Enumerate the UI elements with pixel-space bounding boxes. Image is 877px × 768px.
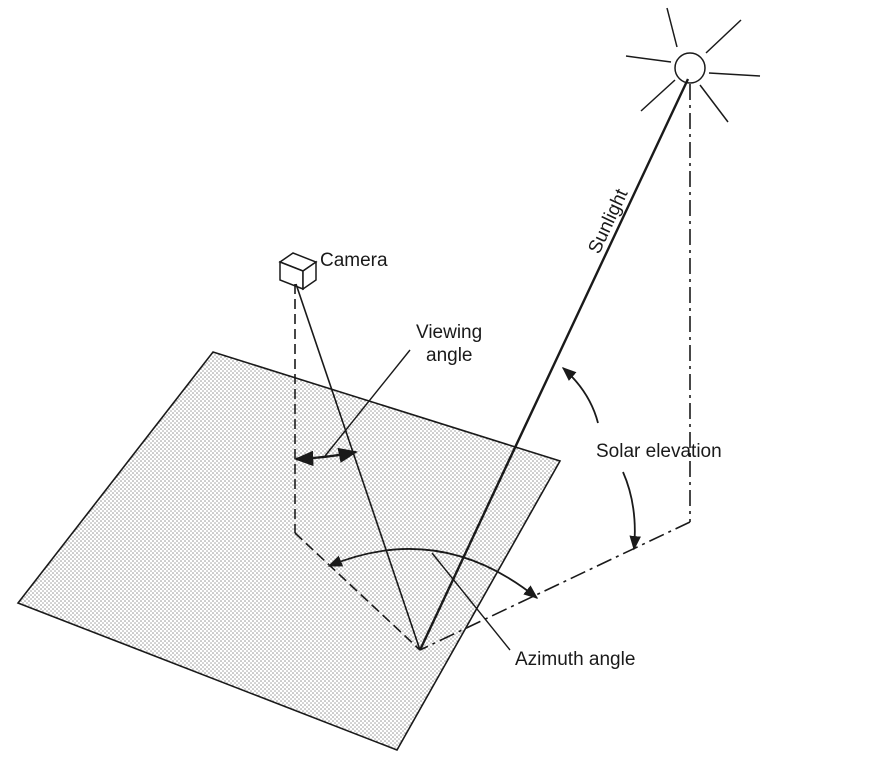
camera-label: Camera xyxy=(320,250,388,271)
sun-icon xyxy=(625,7,761,123)
viewing-angle-leader xyxy=(324,349,411,457)
azimuth-angle-label: Azimuth angle xyxy=(515,649,635,670)
viewing-angle-arc xyxy=(294,447,358,467)
solar-elevation-label: Solar elevation xyxy=(596,441,722,462)
sun-ground-projection xyxy=(419,521,691,651)
azimuth-angle-leader xyxy=(431,552,511,651)
ground-plane xyxy=(16,351,562,751)
camera-icon xyxy=(278,252,318,291)
viewing-angle-label-line2: angle xyxy=(426,345,473,366)
camera-ground-projection xyxy=(294,532,421,651)
viewing-angle-label-line1: Viewing xyxy=(416,322,482,343)
azimuth-angle-arc xyxy=(327,548,539,599)
sunlight-ray xyxy=(418,78,690,651)
solar-elevation-arc-lower xyxy=(622,471,641,551)
solar-elevation-arc-upper xyxy=(561,367,599,424)
